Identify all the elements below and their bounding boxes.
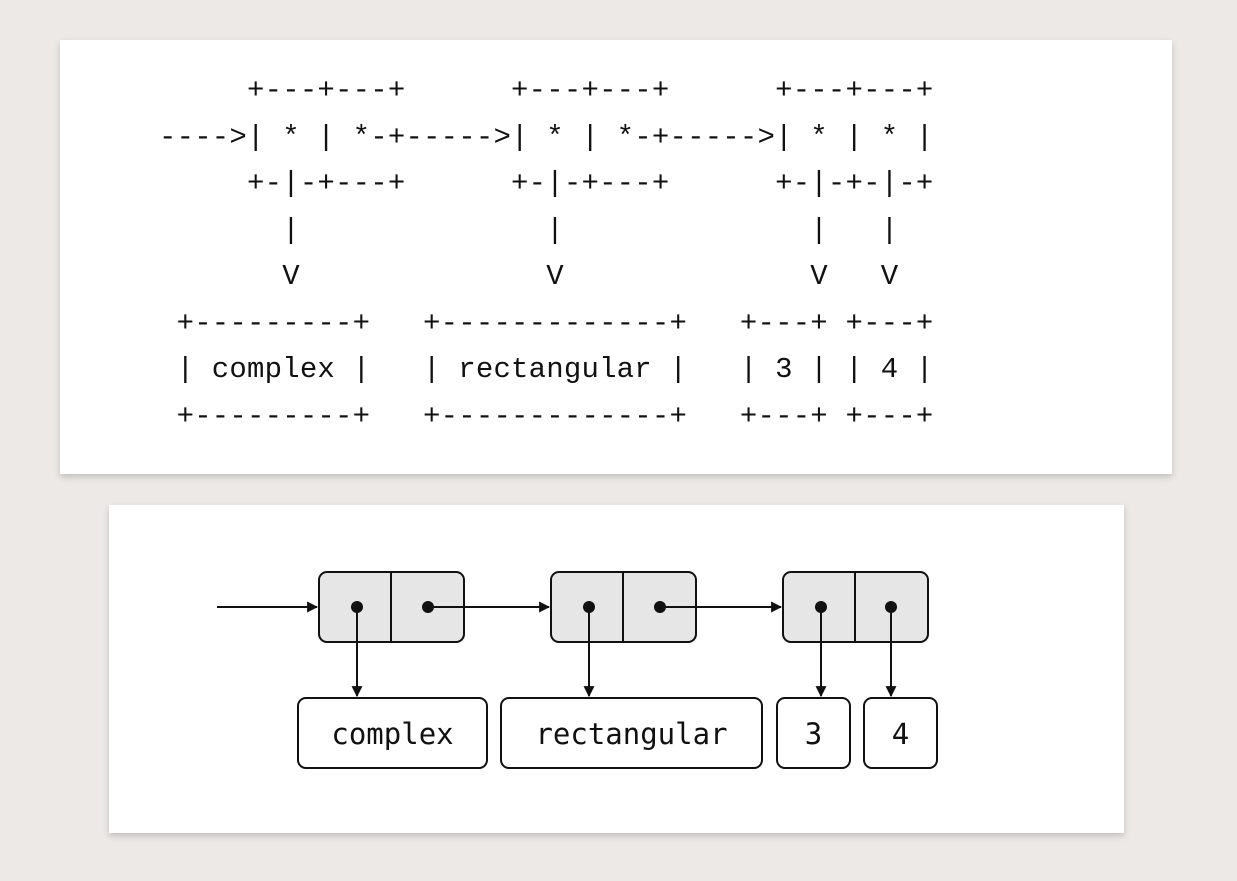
pair-box [782, 571, 929, 643]
label-box-3 [776, 697, 851, 769]
label-box-rectangular [500, 697, 763, 769]
graphic-diagram-panel: complex rectangular 3 4 [109, 505, 1124, 833]
label-rectangular: rectangular [535, 717, 727, 751]
ascii-box-pointer-diagram: +---+---+ +---+---+ +---+---+ ---->| * |… [159, 74, 934, 433]
label-box-4 [863, 697, 938, 769]
box-pointer-diagram: complex rectangular 3 4 [217, 571, 938, 769]
label-4: 4 [892, 717, 909, 751]
label-3: 3 [805, 717, 822, 751]
label-complex: complex [331, 717, 453, 751]
label-box-complex [297, 697, 488, 769]
ascii-diagram-panel: +---+---+ +---+---+ +---+---+ ---->| * |… [60, 40, 1172, 474]
